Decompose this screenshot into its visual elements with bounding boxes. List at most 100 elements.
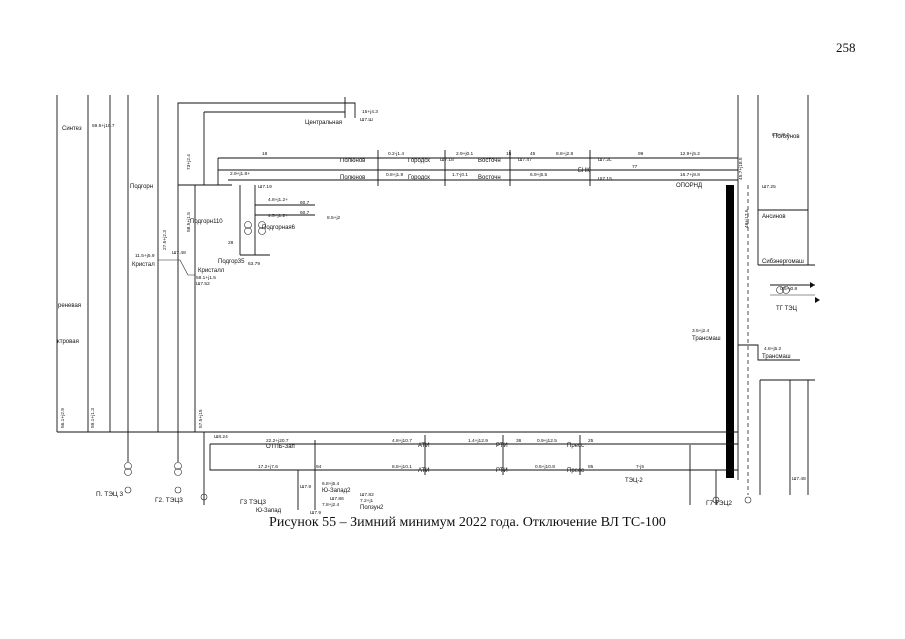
flow-value-vertical: 56.1+j2.9 <box>60 408 66 428</box>
node-label-vostochn-top: Восточн <box>478 158 501 164</box>
line-right-transmash <box>738 344 800 361</box>
node-label-transmash-right: Трансмаш <box>762 354 791 360</box>
transformer-icon <box>124 462 132 476</box>
flow-value: 15+j4.3 <box>362 109 378 115</box>
flow-value: 22.2+j20.7 <box>266 438 289 444</box>
flow-value: 0.8+j1.9 <box>386 172 404 178</box>
generator-icon <box>174 486 182 494</box>
line-kristall <box>158 259 195 276</box>
transformer-icon <box>174 462 182 476</box>
node-label-g3-tec3: Г3 ТЭЦ3 <box>240 499 266 506</box>
node-label-polyunov-bot: Полюнов <box>340 175 365 181</box>
flow-value-vertical: 73+j2.4 <box>186 154 192 170</box>
flow-value: 17.2+j7.6 <box>258 464 278 470</box>
node-label-transmash-left: Трансмаш <box>692 336 721 342</box>
flow-value: 0.9+j12.5 <box>537 438 557 444</box>
node-label-g2-tec3: Г2. ТЭЦ3 <box>155 497 183 504</box>
voltage-value: Ш7.18 <box>440 157 454 163</box>
node-label-podgornaya6: Подгорная6 <box>262 225 296 231</box>
node-label-press-bot: Пресс <box>567 468 584 474</box>
flow-value: 4.5+j1.2+ <box>268 213 288 219</box>
node-label-tec2: ТЭЦ-2 <box>625 478 643 484</box>
node-label-polzunov2: Ползун2 <box>360 505 384 511</box>
node-label-polyunov-top: Полюнов <box>340 158 365 164</box>
voltage-value: Ш7.Ш <box>360 117 373 123</box>
generator-icon <box>712 496 720 504</box>
node-label-ati-top: АТИ <box>418 443 430 449</box>
bold-bus-tc100 <box>726 185 734 478</box>
voltage-value: Ш7.9 <box>310 510 321 516</box>
branch-number: 94 <box>316 464 322 470</box>
voltage-value: 63.79 <box>248 261 260 267</box>
branch-number: 18 <box>262 151 268 157</box>
flow-value: 8.8+j10.1 <box>392 464 412 470</box>
node-label-p-tec3: П. ТЭЦ 3 <box>96 491 124 498</box>
flow-value-vertical: 48+j17.6 <box>744 209 750 228</box>
node-label-zapad2: Ю-Запад2 <box>322 488 351 494</box>
node-label-rti-bot: РТИ <box>496 468 508 474</box>
arrow-icon <box>810 282 815 288</box>
flow-value: 7.8+j2.4 <box>322 502 340 508</box>
branch-number: 45 <box>530 151 536 157</box>
flow-value: 12.9+j5.2 <box>680 151 700 157</box>
flow-value: 11.5+j5.9 <box>135 253 155 259</box>
node-label-vostochn-bot: Восточн <box>478 175 501 181</box>
symbols-group <box>124 221 820 504</box>
node-label-kristall-left: Кристал <box>132 262 155 268</box>
generator-icon <box>744 496 752 504</box>
flow-value-vertical: 59.1+j1.3 <box>90 408 96 428</box>
voltage-value: Ш7.48 <box>172 250 186 256</box>
node-label-oporn: ОПОРНД <box>676 183 702 189</box>
flow-value: 16.7+j8.8 <box>680 172 700 178</box>
node-label-bnk: БНК <box>578 168 590 174</box>
node-label-podgorn: Подгорн <box>130 184 153 190</box>
voltage-value: Ш7.86 <box>330 496 344 502</box>
line-to-centralnaya <box>177 102 356 185</box>
flow-value: 7-j5 <box>636 464 644 470</box>
flow-value: 0.2-j1.4 <box>388 151 404 157</box>
voltage-value: 60.7 <box>300 210 310 216</box>
flow-value: 6.8+j5.4 <box>322 481 340 487</box>
node-label-gorodsk-bot: Городск <box>408 175 430 181</box>
node-labels: Синтез Подгорн Подгорн110 Подгорная6 Под… <box>57 120 804 514</box>
voltage-value: Ш7.47 <box>518 157 532 163</box>
flow-value: 7.2+j1 <box>360 498 374 504</box>
flow-value: 8.5+j8.2 <box>772 132 790 138</box>
flow-value: 4.8+j10.7 <box>392 438 412 444</box>
branch-numbers: 18 99 77 15 45 28 36 94 25 85 <box>228 151 644 470</box>
lines-group <box>56 95 815 510</box>
branch-number: 85 <box>588 464 594 470</box>
flow-value: 4.8+j1.2+ <box>268 197 288 203</box>
voltage-value: Ш7.19 <box>258 184 272 190</box>
node-label-podgor35: Подгор35 <box>218 259 245 265</box>
branch-number: 77 <box>632 164 638 170</box>
branch-number: 36 <box>516 438 522 444</box>
branch-number: 28 <box>228 240 234 246</box>
voltage-value: 60.7 <box>300 200 310 206</box>
voltage-value: Ш8.24 <box>214 434 228 440</box>
voltage-value: Ш7.82 <box>360 492 374 498</box>
voltage-values: Ш7.Ш Ш7.18 Ш7.47 Ш7.2L Ш7.15 Ш7.48 Ш7.52… <box>172 117 806 516</box>
line-bottom-g3 <box>209 444 299 510</box>
generator-icon <box>200 493 208 501</box>
page-number: 258 <box>836 40 856 55</box>
transformer-icon <box>258 221 266 235</box>
voltage-value: Ш7.15 <box>598 176 612 182</box>
flow-value: 59.6+j10.7 <box>92 123 115 129</box>
flow-values: 59.6+j10.7 2.9+j1.8+ 4.8+j1.2+ 4.5+j1.2+… <box>92 109 798 508</box>
vertical-flow-values: 27.5+j2.3 58.5+j1.5 73+j2.4 57.5+j15 45.… <box>60 154 750 428</box>
node-label-sintez: Синтез <box>62 126 82 132</box>
node-label-kristall: Кристалл <box>198 268 225 274</box>
voltage-value: Ш7.9 <box>300 484 311 490</box>
flow-value: 1.4+j12.9 <box>468 438 488 444</box>
branch-number: 25 <box>588 438 594 444</box>
flow-value: 8.8+j2.8 <box>556 151 574 157</box>
node-label-rti-top: РТИ <box>496 443 508 449</box>
node-label-podgorn110: Подгорн110 <box>190 219 223 225</box>
flow-value: 2.9+j1.8+ <box>230 171 250 177</box>
flow-value-vertical: 27.5+j2.3 <box>162 230 168 250</box>
flow-value: 4.8+j5.2 <box>764 346 782 352</box>
voltage-value: Ш7.2L <box>598 157 612 163</box>
node-label-zapad: Ю-Запад <box>256 508 282 514</box>
